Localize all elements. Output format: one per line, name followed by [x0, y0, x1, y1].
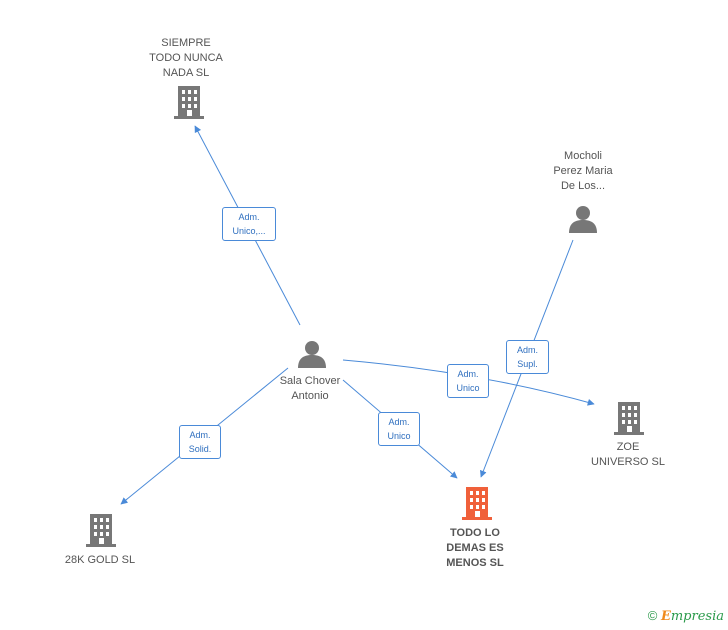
node-label-sala[interactable]: Sala Chover Antonio — [279, 375, 341, 402]
node-label-gold[interactable]: 28K GOLD SL — [64, 554, 136, 566]
building-icon[interactable] — [174, 86, 204, 119]
person-icon[interactable] — [298, 341, 326, 368]
node-label-zoe[interactable]: ZOE UNIVERSO SL — [591, 441, 665, 468]
node-label-siempre[interactable]: SIEMPRE TODO NUNCA NADA SL — [149, 37, 223, 79]
brand-logo: Empresia — [660, 609, 724, 624]
building-focus-icon[interactable] — [462, 487, 492, 520]
person-icon[interactable] — [569, 206, 597, 233]
node-label-todo[interactable]: TODO LO DEMAS ES MENOS SL — [446, 527, 504, 569]
copyright-symbol: © — [647, 608, 658, 623]
edge-label-sala-zoe: Adm. Unico — [447, 364, 489, 398]
edge-label-sala-gold: Adm. Solid. — [179, 425, 221, 459]
edge-label-sala-siempre: Adm. Unico,... — [222, 207, 276, 241]
brand-footer: © Empresia — [648, 608, 724, 624]
building-icon[interactable] — [614, 402, 644, 435]
edge-label-mocholi-todo: Adm. Supl. — [506, 340, 549, 374]
node-label-mocholi[interactable]: Mocholi Perez Maria De Los... — [553, 150, 613, 192]
building-icon[interactable] — [86, 514, 116, 547]
edge-label-sala-todo: Adm. Unico — [378, 412, 420, 446]
